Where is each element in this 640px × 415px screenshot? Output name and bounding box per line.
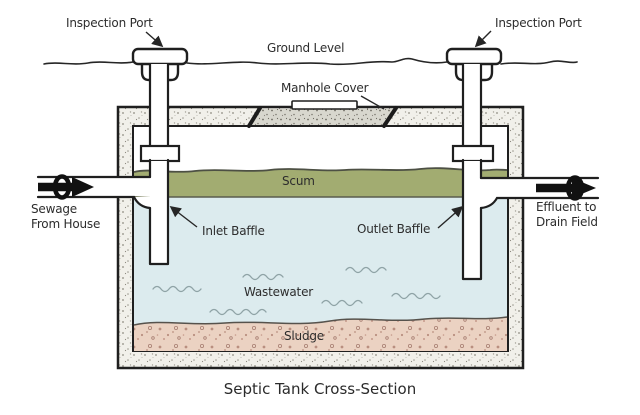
inspection-port-right-shape (445, 47, 503, 147)
inspection-port-left-shape (131, 47, 189, 147)
pointer-outlet-baffle (437, 205, 464, 229)
manhole-cover-plate (291, 100, 358, 110)
label-manhole-cover: Manhole Cover (281, 81, 369, 95)
label-inspection-port-left: Inspection Port (66, 16, 153, 30)
outlet-flow-arrow (536, 175, 596, 201)
inlet-flow-arrow (38, 174, 94, 200)
label-outlet-baffle: Outlet Baffle (357, 222, 431, 236)
diagram-title: Septic Tank Cross-Section (223, 380, 417, 398)
ground-line (43, 57, 578, 66)
pointer-inlet-baffle (169, 205, 198, 228)
label-scum: Scum (282, 174, 315, 188)
label-sewage-from-house: Sewage From House (31, 202, 101, 231)
sludge-layer (134, 317, 507, 351)
pointer-inspection-port-right (474, 30, 492, 48)
label-sludge: Sludge (284, 329, 324, 343)
label-wastewater: Wastewater (244, 285, 313, 299)
manhole-cover-shape (247, 100, 398, 128)
label-inspection-port-right: Inspection Port (495, 16, 582, 30)
pointer-manhole-cover (360, 95, 385, 110)
sludge-top-edge (133, 316, 508, 326)
label-ground-level: Ground Level (267, 41, 345, 55)
label-inlet-baffle: Inlet Baffle (202, 224, 265, 238)
scum-top-edge (133, 167, 508, 173)
scum-layer (134, 168, 507, 197)
label-effluent-to-drain-field: Effluent to Drain Field (536, 200, 598, 229)
inlet-baffle-pipe (139, 144, 181, 266)
outlet-baffle-pipe (451, 144, 495, 281)
water-squiggles (152, 266, 441, 316)
pointer-inspection-port-left (145, 31, 164, 48)
